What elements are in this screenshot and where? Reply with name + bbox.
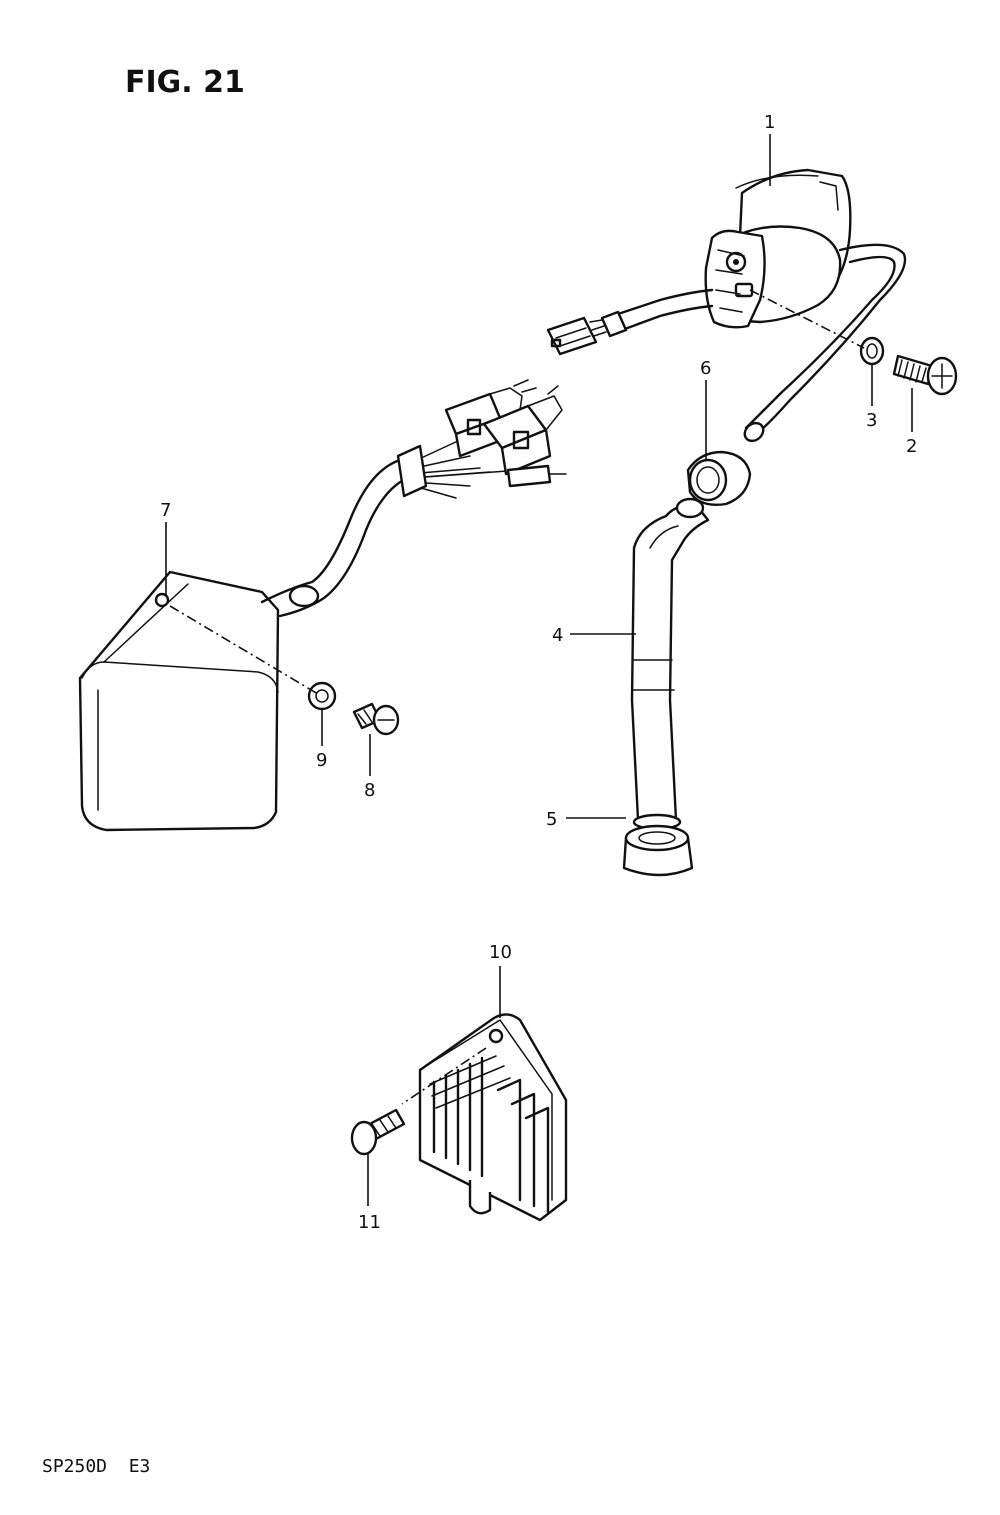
callout-4: 4 (552, 625, 563, 646)
part-1-ignition-coil (546, 168, 907, 443)
part-2-bolt (892, 354, 958, 396)
callout-8: 8 (364, 780, 375, 801)
part-8-screw (352, 702, 400, 736)
callout-6: 6 (700, 358, 711, 379)
callout-1: 1 (764, 112, 775, 133)
callout-11: 11 (358, 1212, 381, 1233)
callout-7: 7 (160, 500, 171, 521)
part-7-cdi-unit (78, 379, 567, 832)
part-9-washer (169, 605, 337, 711)
callout-9: 9 (316, 750, 327, 771)
part-6-seal (686, 450, 752, 506)
part-10-regulator (401, 1013, 568, 1222)
callouts: 1 2 3 4 5 6 7 8 9 10 11 (160, 112, 917, 1233)
part-4-plug-cap (630, 497, 710, 831)
part-11-screw (350, 1108, 406, 1156)
figure-title: FIG. 21 (125, 65, 245, 100)
model-code: SP250D E3 (42, 1456, 150, 1477)
callout-2: 2 (906, 436, 917, 457)
part-5-cover (622, 824, 694, 877)
callout-5: 5 (546, 809, 557, 830)
callout-3: 3 (866, 410, 877, 431)
callout-10: 10 (489, 942, 512, 963)
